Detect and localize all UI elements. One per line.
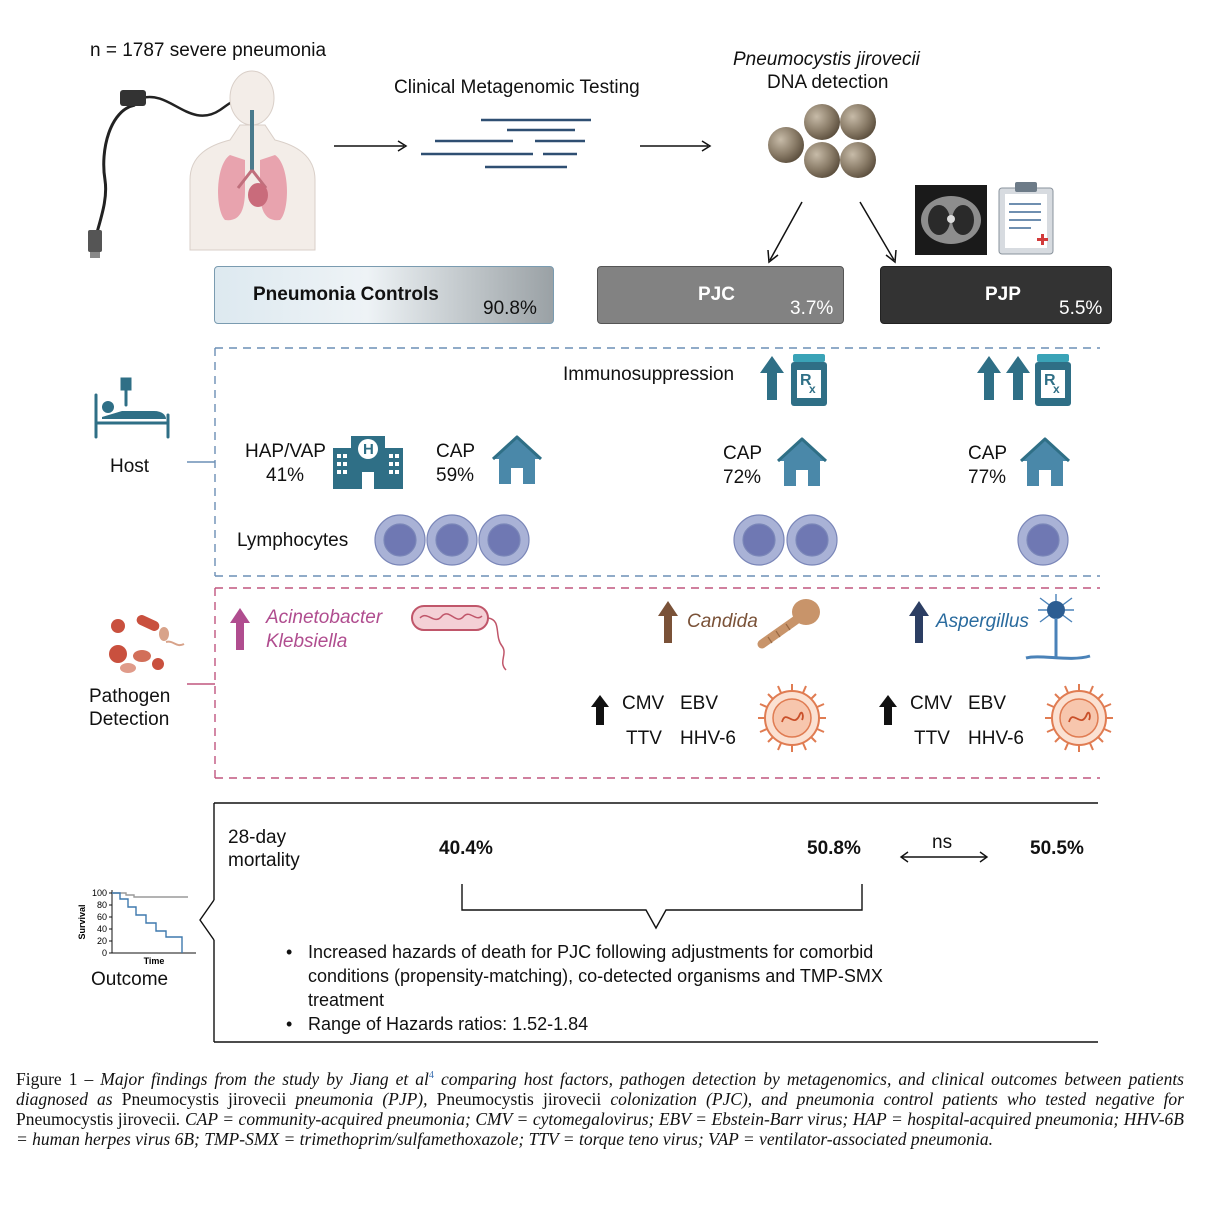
up-arrow-icon [658,601,678,643]
pathogen-section-frame [187,587,1100,779]
virus-hhv6-pjp: HHV-6 [968,728,1024,749]
pjc-box: PJC 3.7% [597,266,844,324]
cap-pjp-label: CAP [968,443,1008,464]
pathogen-label-line2: Detection [89,709,170,730]
virus-cmv-pjc: CMV [622,693,665,714]
detection-subtitle: DNA detection [767,72,889,93]
lymphocyte-cells-pjc [733,514,838,566]
host-section-frame [187,347,1100,577]
comparison-bracket [461,884,863,930]
mortality-label-line1: 28-day [228,827,287,848]
up-arrow-icon [879,695,897,725]
bacteria-label-1: Acinetobacter [266,607,383,628]
pneumocystis-organisms-icon [768,104,876,178]
cohort-label: n = 1787 severe pneumonia [90,40,327,61]
up-arrow-icon [909,601,929,643]
pathogen-label-line1: Pathogen [89,686,171,707]
virus-cmv-pjp: CMV [910,693,953,714]
pneumonia-controls-box: Pneumonia Controls 90.8% [214,266,554,324]
flow-arrow-1 [334,140,408,152]
bacteria-label-2: Klebsiella [266,631,348,652]
svg-text:100: 100 [92,888,107,898]
cap-pjp-pct: 77% [968,467,1007,488]
ns-label: ns [932,832,953,853]
svg-text:0: 0 [102,948,107,958]
svg-text:20: 20 [97,936,107,946]
pneumonia-controls-label: Pneumonia Controls [253,284,439,305]
patient-bronchoscope-illustration [88,70,316,258]
host-label: Host [110,456,150,477]
virus-ebv-pjp: EBV [968,693,1007,714]
double-arrow-icon [899,851,989,863]
cap-controls-pct: 59% [436,465,475,486]
pathogens-cluster-icon [109,615,185,673]
pjp-box: PJP 5.5% [880,266,1112,324]
pjp-pct: 5.5% [1059,298,1103,319]
lymphocyte-cells-controls [374,514,530,566]
pjc-pct: 3.7% [790,298,834,319]
cap-controls-label: CAP [436,441,476,462]
rx-bottle-icon: R x [791,354,827,406]
virus-icon [1045,684,1113,752]
candida-label: Candida [687,611,758,632]
aspergillus-icon [1025,594,1091,660]
sequencing-reads-icon [421,118,591,169]
up-arrow-icon [760,356,784,400]
rx-bottle-icon: R x [1035,354,1071,406]
cap-pjc-pct: 72% [723,467,762,488]
house-icon [491,435,543,484]
clipboard-icon [998,182,1054,255]
hospital-bed-icon [94,377,170,439]
hospital-icon: H [333,432,403,489]
virus-ebv-pjc: EBV [680,693,719,714]
up-arrow-icon [230,608,250,650]
virus-icon [758,684,826,752]
aspergillus-label: Aspergillus [936,611,1029,632]
hap-vap-pct: 41% [266,465,305,486]
bacterium-icon [411,605,507,671]
virus-ttv-pjp: TTV [914,728,950,749]
immunosuppression-label: Immunosuppression [563,364,735,385]
pneumonia-controls-pct: 90.8% [483,298,537,319]
up-arrow-icon [1006,356,1030,400]
branch-arrow-pjp [859,201,897,264]
outcome-label: Outcome [91,969,169,990]
hap-vap-label: HAP/VAP [245,441,326,462]
branch-arrow-pjc [767,201,803,264]
virus-hhv6-pjc: HHV-6 [680,728,736,749]
lymphocytes-label: Lymphocytes [237,530,349,551]
candida-icon [757,599,820,649]
svg-text:40: 40 [97,924,107,934]
up-arrow-icon [591,695,609,725]
mortality-pjc: 50.8% [807,838,861,859]
svg-text:60: 60 [97,912,107,922]
flow-arrow-2 [640,140,712,152]
survival-curve-icon: 100 80 60 40 20 0 Survival Time [77,888,196,966]
pjp-label: PJP [985,284,1021,305]
ct-scan-image [915,185,987,255]
pjc-label: PJC [698,284,735,305]
mortality-controls: 40.4% [439,838,493,859]
svg-text:Survival: Survival [77,904,87,939]
cap-pjc-label: CAP [723,443,763,464]
svg-text:Time: Time [144,956,165,966]
figure-caption: Figure 1 – Major findings from the study… [16,1068,1184,1149]
virus-ttv-pjc: TTV [626,728,662,749]
house-icon [1019,437,1071,486]
outcome-section-frame [199,802,1098,1043]
mortality-label-line2: mortality [228,850,300,871]
up-arrow-icon [977,356,1001,400]
metagenomic-testing-label: Clinical Metagenomic Testing [394,77,640,98]
lymphocyte-cell-pjp [1017,514,1069,566]
house-icon [776,437,828,486]
detection-title: Pneumocystis jirovecii [733,49,920,70]
mortality-pjp: 50.5% [1030,838,1084,859]
svg-text:80: 80 [97,900,107,910]
